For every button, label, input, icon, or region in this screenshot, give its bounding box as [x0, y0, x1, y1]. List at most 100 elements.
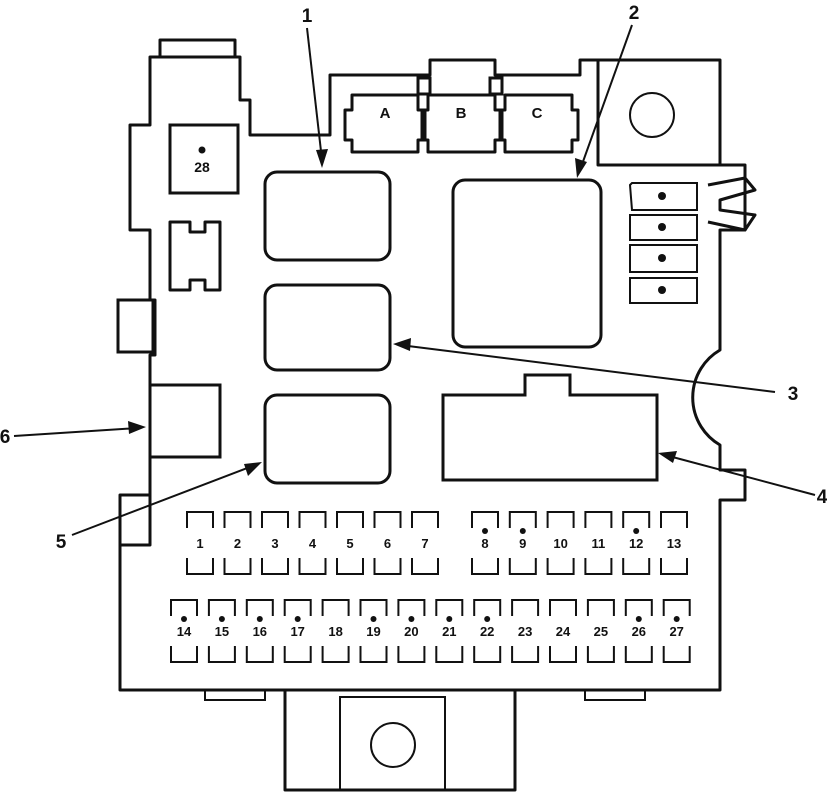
- connector-a-b-latch: [416, 76, 432, 96]
- fuse-label: 4: [309, 536, 317, 551]
- fuse-slot: 4: [298, 511, 327, 575]
- fuse-dot: [408, 616, 415, 622]
- fuse-slot: 23: [511, 599, 540, 663]
- right-plug-block: [628, 182, 698, 304]
- fuse-slot: 25: [586, 599, 615, 663]
- fuse-label: 24: [556, 624, 571, 639]
- fuse-dot: [519, 528, 526, 534]
- fuse-label: 16: [253, 624, 267, 639]
- fuse-dot: [635, 616, 642, 622]
- callout-6: 6: [0, 427, 10, 448]
- fuse-slot: 14: [170, 599, 198, 663]
- connector-b-label: B: [456, 105, 467, 122]
- relay-2: [451, 178, 603, 349]
- fuse-slot: 27: [662, 599, 691, 663]
- relay-3: [263, 283, 392, 372]
- fuse-row-2: 14 15 16 17 18 19 20 21 22 23 24 25 26 27: [170, 599, 691, 663]
- fuse-label: 3: [271, 536, 278, 551]
- fuse-label: 9: [519, 536, 526, 551]
- connector-a: [343, 93, 427, 154]
- fuse-dot: [633, 528, 640, 534]
- bottom-connector-plate: [339, 696, 446, 791]
- bottom-tab-right: [584, 689, 646, 701]
- fuse-slot: 11: [584, 511, 613, 575]
- fuse-label: 6: [384, 536, 391, 551]
- fuse-28-label: 28: [194, 159, 210, 175]
- fuse-label: 19: [366, 624, 380, 639]
- fuse-label: 2: [234, 536, 241, 551]
- right-latch: [707, 176, 757, 232]
- fuse-label: 15: [215, 624, 229, 639]
- fuse-label: 26: [632, 624, 646, 639]
- connector-b: [420, 93, 504, 154]
- fuse-slot: 9: [508, 511, 537, 575]
- fuse-dot: [370, 616, 377, 622]
- fuse-slot: 12: [622, 511, 651, 575]
- callout-4: 4: [817, 487, 827, 508]
- connector-c-label: C: [532, 105, 543, 122]
- left-tab-upper: [116, 298, 155, 354]
- left-clip: [168, 220, 222, 292]
- fuse-slot: 19: [359, 599, 388, 663]
- fuse-slot: 18: [321, 599, 350, 663]
- fuse-slot: 1: [186, 511, 214, 575]
- fuse-dot: [482, 528, 488, 534]
- fuse-slot: 8: [471, 511, 499, 575]
- fuse-dot: [256, 616, 263, 622]
- fuse-label: 21: [442, 624, 456, 639]
- fuse-label: 5: [346, 536, 353, 551]
- relay-1: [263, 170, 392, 262]
- fuse-slot: 10: [546, 511, 575, 575]
- bottom-tab-left: [204, 689, 266, 701]
- connector-c: [498, 93, 580, 154]
- fuse-label: 14: [177, 624, 192, 639]
- fuse-slot: 20: [397, 599, 426, 663]
- fuse-label: 22: [480, 624, 494, 639]
- fuse-slot: 17: [283, 599, 312, 663]
- mount-plate: [596, 60, 720, 167]
- fuse-label: 25: [594, 624, 608, 639]
- left-tab-lower: [118, 457, 152, 545]
- relay-5: [263, 393, 392, 485]
- fuse-28-holder: [168, 123, 240, 195]
- fuse-dot: [673, 616, 680, 622]
- mount-hole: [629, 92, 675, 138]
- fuse-label: 20: [404, 624, 418, 639]
- fuse-label: 27: [669, 624, 683, 639]
- fuse-slot: 6: [373, 511, 402, 575]
- fuse-label: 8: [481, 536, 488, 551]
- component-6: [148, 383, 222, 459]
- relay-4: [441, 373, 659, 482]
- fuse-label: 23: [518, 624, 532, 639]
- fuse-slot: 24: [549, 599, 577, 663]
- fuse-dot: [484, 616, 491, 622]
- callout-1: 1: [302, 6, 313, 27]
- fuse-label: 10: [553, 536, 567, 551]
- callout-5: 5: [56, 532, 67, 553]
- fuse-label: 18: [328, 624, 342, 639]
- fuse-slot: 26: [624, 599, 653, 663]
- fuse-slot: 7: [411, 511, 439, 575]
- fuse-slot: 22: [473, 599, 502, 663]
- fuse-label: 12: [629, 536, 643, 551]
- bottom-connector: [283, 690, 517, 792]
- fuse-label: 7: [421, 536, 428, 551]
- fuse-slot: 21: [435, 599, 464, 663]
- fuse-slot: 3: [261, 511, 289, 575]
- fuse-label: 1: [196, 536, 203, 551]
- fuse-dot: [294, 616, 301, 622]
- fuse-28-dot: [198, 146, 206, 154]
- fuse-dot: [181, 616, 187, 622]
- bottom-connector-hole: [370, 722, 416, 768]
- fuse-slot: 15: [207, 599, 236, 663]
- callout-3: 3: [788, 384, 799, 405]
- fuse-label: 13: [667, 536, 681, 551]
- callout-2: 2: [629, 3, 640, 24]
- connector-a-label: A: [380, 105, 391, 122]
- fuse-slot: 2: [223, 511, 252, 575]
- fuse-label: 11: [592, 536, 606, 551]
- fuse-slot: 13: [660, 511, 688, 575]
- connector-b-c-latch: [488, 76, 504, 96]
